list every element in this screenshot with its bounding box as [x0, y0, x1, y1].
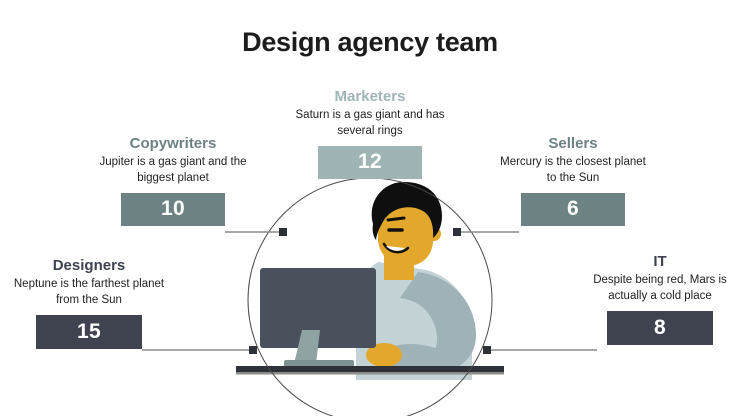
callout-sellers[interactable]: Sellers Mercury is the closest planet to… [497, 135, 649, 226]
callout-marketers[interactable]: Marketers Saturn is a gas giant and has … [294, 88, 446, 179]
callout-copywriters-heading: Copywriters [129, 135, 217, 152]
illustration-desk-top [236, 366, 504, 373]
callout-sellers-heading: Sellers [548, 135, 598, 152]
callout-copywriters-value: 10 [121, 192, 225, 226]
callout-it-heading: IT [653, 253, 667, 270]
callout-copywriters[interactable]: Copywriters Jupiter is a gas giant and t… [97, 135, 249, 226]
central-illustration [236, 180, 504, 416]
callout-marketers-heading: Marketers [334, 88, 406, 105]
callout-designers-value: 15 [36, 314, 142, 349]
callout-it-description: Despite being red, Mars is actually a co… [593, 274, 727, 302]
callout-it-value: 8 [607, 310, 713, 345]
callout-sellers-value: 6 [521, 192, 625, 226]
callout-sellers-description: Mercury is the closest planet to the Sun [500, 156, 646, 184]
page-title: Design agency team [242, 27, 498, 57]
callout-designers-heading: Designers [52, 257, 126, 274]
callout-it[interactable]: IT Despite being red, Mars is actually a… [584, 253, 736, 345]
callout-designers[interactable]: Designers Neptune is the farthest planet… [13, 257, 165, 349]
illustration-desk-edge [236, 372, 504, 375]
callout-designers-description: Neptune is the farthest planet from the … [13, 278, 165, 306]
callout-marketers-description: Saturn is a gas giant and has several ri… [295, 109, 445, 137]
illustration-eyebrow [386, 216, 406, 222]
callout-marketers-value: 12 [318, 145, 422, 179]
callout-copywriters-description: Jupiter is a gas giant and the biggest p… [99, 156, 247, 184]
